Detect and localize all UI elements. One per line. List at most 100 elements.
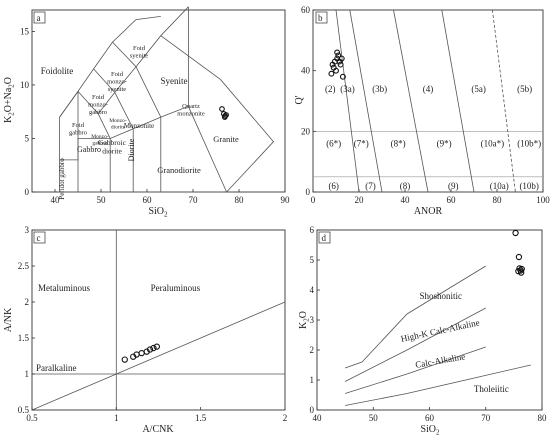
panel-b-data-point <box>328 70 335 77</box>
panel-b-field-label: (5a) <box>471 84 486 94</box>
panel-c-y-tick-label: 3 <box>25 225 30 235</box>
panel-a-y-tick-label: 10 <box>20 80 30 90</box>
panel-a-y-tick-label: 15 <box>20 26 30 36</box>
panel-d-field-label: Calc-Alkaline <box>415 351 466 370</box>
panel-c-points <box>121 343 160 363</box>
panel-c-x-tick-label: 1.5 <box>195 413 207 423</box>
panel-b-field-label: (2) <box>325 84 336 94</box>
panel-d-data-point <box>512 229 519 237</box>
panel-a-data-point <box>221 114 228 120</box>
panel-a-points <box>219 106 229 120</box>
panel-a-field-label: Quartz <box>182 103 200 110</box>
panel-c-letter: c <box>37 233 41 243</box>
panel-d-y-tick-label: 1 <box>310 375 315 385</box>
panel-c-data-point <box>121 356 128 363</box>
panel-b-boundary <box>492 9 516 193</box>
panel-c-y-tick-label: 2 <box>25 297 30 307</box>
panel-d-data-point <box>515 253 523 261</box>
panel-d-y-tick-label: 3 <box>310 315 315 325</box>
panel-d-y-tick-label: 5 <box>310 255 315 265</box>
panel-b-x-tick-label: 0 <box>311 195 316 205</box>
panel-a-x-tick-label: 40 <box>51 195 61 205</box>
panel-b-data-point <box>334 49 341 56</box>
panel-a-field-label: Peridot gabbro <box>58 158 66 200</box>
panel-a-field-label: Foid <box>72 122 85 129</box>
panel-c-y-tick-label: 0.5 <box>18 405 30 415</box>
panel-d-x-tick-label: 80 <box>538 413 548 423</box>
panel-a-data-point <box>219 106 225 112</box>
panel-c-y-tick-label: 2.5 <box>18 261 30 271</box>
panel-d-letter-box <box>318 231 331 244</box>
panel-a-field-label: gabbro <box>89 109 107 116</box>
panel-b-field-label: (9*) <box>437 138 452 148</box>
panel-d-y-tick-label: 6 <box>310 225 315 235</box>
panel-b-field-label: (8) <box>400 181 411 191</box>
panel-a-field-label: gabbro <box>69 130 87 137</box>
panel-b-field-label: (6) <box>328 181 339 191</box>
panel-b-boundary <box>335 9 360 193</box>
panel-c-x-tick-label: 2 <box>283 413 288 423</box>
panel-c-x-tick-label: 1 <box>114 413 119 423</box>
panel-c-field-label: Paralkaline <box>36 363 76 373</box>
panel-a-field-label: Monzo- <box>109 118 127 124</box>
panel-c-x-label: A/CNK <box>142 424 174 435</box>
panel-c-letter-box <box>33 231 46 244</box>
panel-d-boundary <box>344 307 486 382</box>
panel-b-y-tick-label: 60 <box>301 5 311 15</box>
panel-a-boundary <box>135 66 162 192</box>
panel-a-field-label: syenite <box>108 86 127 93</box>
panel-a-field-label: monzo- <box>88 102 108 109</box>
panel-b-y-tick-label: 40 <box>301 66 311 76</box>
panel-a-letter-box <box>33 11 46 24</box>
panel-c-field-label: Metaluminous <box>38 283 90 293</box>
panel-a-field-label: Gabbroic <box>98 138 127 147</box>
panel-b-x-tick-label: 40 <box>401 195 411 205</box>
panel-b-field-label: (10a) <box>490 181 509 191</box>
panel-a-field-label: Foidolite <box>41 66 74 76</box>
panel-a-field-label: Foid <box>133 45 146 52</box>
panel-a-field-label: Syenite <box>161 76 188 86</box>
panel-b-field-label: (10b*) <box>517 138 541 148</box>
panel-b-field-label: (10a*) <box>481 138 505 148</box>
panel-d-field-boundaries <box>344 265 531 406</box>
panel-a-field-labels: FoidoliteFoidsyeniteFoidmonzo-syeniteFoi… <box>41 45 239 200</box>
panel-b-field-label: (9) <box>448 181 459 191</box>
panel-b-x-tick-label: 60 <box>447 195 457 205</box>
panel-c-y-tick-label: 1 <box>25 369 30 379</box>
panel-d-x-tick-label: 70 <box>481 413 491 423</box>
panel-b-data-point <box>339 73 346 80</box>
panel-c-data-point <box>138 349 145 357</box>
panel-a-boundary <box>160 35 275 193</box>
panel-a-x-tick-label: 70 <box>189 195 199 205</box>
panel-b-field-label: (7) <box>365 181 376 191</box>
panel-a-boundary <box>93 68 116 93</box>
panel-c-y-tick-label: 1.5 <box>18 333 30 343</box>
panel-b-boundary <box>441 9 475 193</box>
panel-a-boundary <box>77 6 189 115</box>
panel-d-x-label: SiO2 <box>420 424 440 437</box>
panel-a-field-label: diorite <box>111 125 126 131</box>
panel-a-field-label: Diorite <box>127 138 136 161</box>
panel-b-data-point <box>338 55 345 62</box>
panel-b-field-label: (8*) <box>391 138 406 148</box>
panel-b-field-label: (3a) <box>340 84 355 94</box>
panel-a-field-label: gabbro <box>92 141 108 147</box>
panel-b-data-point <box>335 52 342 59</box>
panel-a-boundary <box>59 91 79 118</box>
panel-c-data-point <box>153 343 160 350</box>
panel-b-field-label: (3b) <box>372 84 387 94</box>
panel-c-frame <box>31 229 286 411</box>
panel-a-y-tick-label: 0 <box>25 187 30 197</box>
panel-a-field-label: syenite <box>130 53 149 60</box>
panel-c-y-label: A/NK <box>3 307 14 332</box>
panel-a-field-label: Granite <box>213 134 239 144</box>
panel-a-field-label: Gabbro <box>77 145 101 154</box>
panel-a: a FoidoliteFoidsyeniteFoidmonzo-syeniteF… <box>3 6 290 219</box>
panel-a-field-label: Monzonite <box>124 122 154 130</box>
